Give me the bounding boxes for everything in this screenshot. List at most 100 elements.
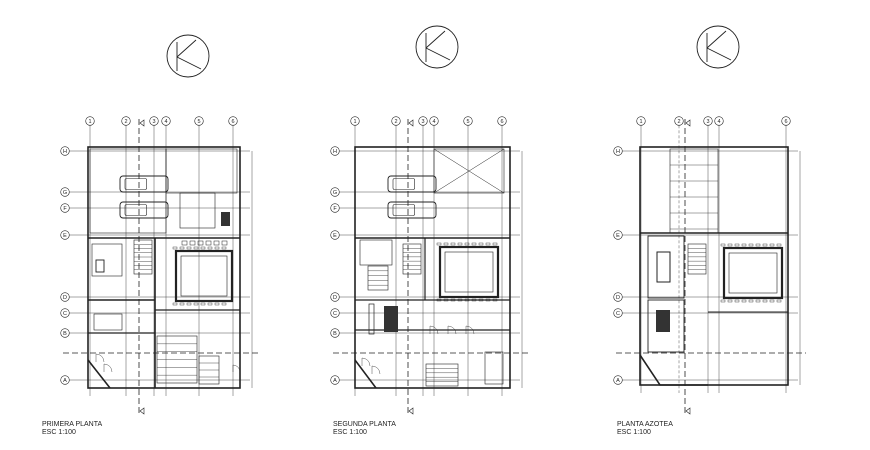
terrace-room (647, 235, 685, 299)
grid-axis-column-label: 5 (466, 119, 469, 125)
north-arrow-circle (415, 25, 459, 69)
chair-mark (179, 302, 185, 306)
grid-axis-row-circle (330, 203, 340, 213)
grid-axis-row-label: H (63, 149, 67, 155)
grid-axis-row: A (60, 375, 70, 385)
chair-mark (450, 298, 456, 302)
chair-mark (492, 242, 498, 246)
grid-axis-column: 4 (714, 116, 724, 126)
office-room (93, 313, 123, 331)
chair-mark (741, 299, 747, 303)
grid-axis-row: D (330, 292, 340, 302)
grid-axis-column: 1 (85, 116, 95, 126)
grid-axis-column: 5 (463, 116, 473, 126)
car-cabin (392, 204, 415, 216)
grid-axis-column-circle (781, 116, 791, 126)
seating-mark (213, 240, 220, 246)
grid-axis-row-circle (330, 375, 340, 385)
chair-mark (720, 243, 726, 247)
chair-mark (179, 246, 185, 250)
grid-axis-column-circle (703, 116, 713, 126)
north-arrow-circle (696, 25, 740, 69)
car-symbol (119, 201, 169, 219)
section-marker-icon (139, 407, 145, 415)
chair-mark (776, 299, 782, 303)
roof-grid-area (669, 148, 719, 234)
grid-axis-column-label: 2 (394, 119, 397, 125)
grid-axis-column-circle (121, 116, 131, 126)
chair-mark (443, 298, 449, 302)
grid-axis-row-circle (60, 308, 70, 318)
chair-mark (450, 242, 456, 246)
car-body (387, 201, 437, 219)
grid-axis-column-label: 6 (500, 119, 503, 125)
section-marker-icon (408, 407, 414, 415)
grid-axis-row-circle (330, 328, 340, 338)
closet-symbol (368, 303, 375, 335)
grid-axis-column: 6 (228, 116, 238, 126)
grid-axis-row-circle (60, 328, 70, 338)
grid-axis-row-label: B (333, 331, 337, 337)
grid-axis-row: A (330, 375, 340, 385)
bathroom-room (484, 351, 504, 385)
chair-mark (762, 243, 768, 247)
grid-axis-row: D (60, 292, 70, 302)
stair-symbol (133, 239, 153, 275)
grid-axis-column-circle (85, 116, 95, 126)
grid-axis-column-label: 6 (784, 119, 787, 125)
chair-mark (755, 299, 761, 303)
grid-axis-row: H (613, 146, 623, 156)
grid-axis-column-circle (429, 116, 439, 126)
chair-mark (720, 299, 726, 303)
grid-axis-column-circle (228, 116, 238, 126)
car-symbol (119, 175, 169, 193)
plan-scale-segunda: ESC 1:100 (333, 429, 367, 436)
grid-axis-column-label: 5 (197, 119, 200, 125)
north-arrow-glyph (425, 30, 451, 62)
grid-axis-row: B (330, 328, 340, 338)
stair-outline (687, 243, 707, 275)
chair-mark (186, 302, 192, 306)
stair-symbol (156, 335, 198, 384)
seating-mark (221, 240, 228, 246)
grid-axis-row-circle (613, 375, 623, 385)
grid-axis-column-circle (194, 116, 204, 126)
north-arrow-icon (415, 25, 459, 69)
grid-axis-row: G (60, 187, 70, 197)
plan-title-segunda: SEGUNDA PLANTA (333, 421, 396, 428)
north-arrow-icon (166, 34, 210, 78)
chair-mark (734, 299, 740, 303)
grid-axis-column-label: 3 (152, 119, 155, 125)
car-cabin (124, 204, 147, 216)
grid-axis-column-circle (149, 116, 159, 126)
furniture-block (95, 259, 105, 273)
grid-axis-row: C (60, 308, 70, 318)
chair-mark (207, 246, 213, 250)
grid-axis-row: H (60, 146, 70, 156)
grid-axis-column: 1 (350, 116, 360, 126)
grid-axis-column-circle (497, 116, 507, 126)
door-swing (429, 325, 439, 335)
chair-mark (214, 302, 220, 306)
chamfer-wall (354, 359, 377, 389)
grid-axis-row: C (330, 308, 340, 318)
chair-mark (186, 246, 192, 250)
chair-mark (214, 246, 220, 250)
grid-axis-row-label: D (63, 295, 67, 301)
section-marker-icon (139, 119, 145, 127)
grid-axis-row: A (613, 375, 623, 385)
chair-mark (485, 298, 491, 302)
grid-axis-row-circle (613, 308, 623, 318)
grid-axis-row-circle (330, 146, 340, 156)
chair-mark (727, 243, 733, 247)
planter-inner (444, 251, 494, 293)
grid-axis-column-circle (391, 116, 401, 126)
section-marker-icon (408, 119, 414, 127)
chair-mark (727, 299, 733, 303)
stair-symbol (367, 265, 389, 291)
planter-outer (174, 249, 234, 303)
grid-axis-column: 5 (194, 116, 204, 126)
chair-mark (734, 243, 740, 247)
